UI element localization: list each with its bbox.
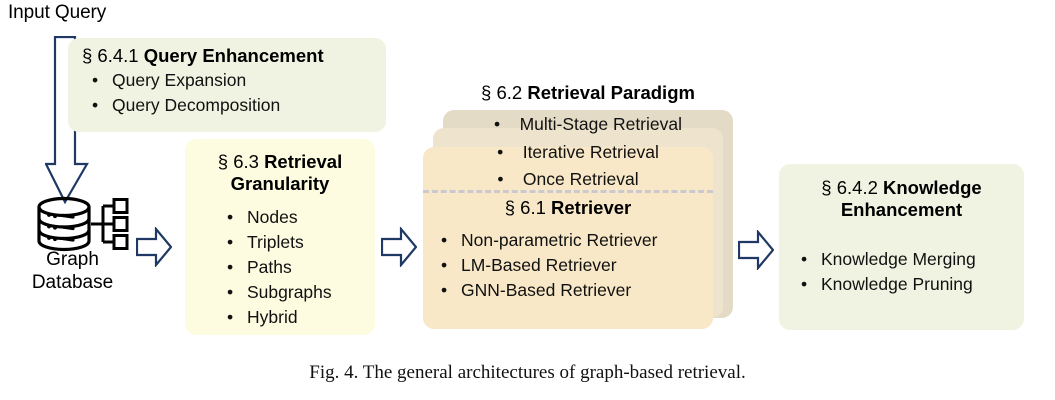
bullet-glyph: •: [497, 142, 504, 162]
bullet-glyph: •: [227, 232, 234, 252]
box-retrieval-granularity-items: • Nodes • Triplets • Paths • Subgraphs • Hybr…: [185, 205, 375, 330]
list-item: • Query Decomposition: [92, 93, 386, 118]
list-item-label: Nodes: [247, 207, 298, 227]
section-number: § 6.2: [481, 82, 523, 103]
list-item: • Nodes: [227, 205, 375, 230]
list-item-label: LM-Based Retriever: [461, 255, 617, 275]
title-text: Retriever: [551, 197, 632, 218]
list-item: • Iterative Retrieval: [433, 141, 723, 163]
right-block-arrow-icon: [737, 228, 775, 272]
box-retrieval-granularity-title: § 6.3 Retrieval Granularity: [185, 151, 375, 195]
list-item: • Knowledge Merging: [801, 247, 1024, 272]
box-retriever-title: § 6.1 Retriever: [423, 197, 713, 219]
input-query-label: Input Query: [8, 2, 107, 23]
box-retrieval-granularity: § 6.3 Retrieval Granularity • Nodes • Trip…: [185, 139, 375, 335]
list-item-label: Triplets: [247, 232, 304, 252]
list-item-label: Iterative Retrieval: [522, 142, 659, 162]
graph-database-icon: [33, 196, 137, 252]
bullet-glyph: •: [497, 169, 504, 189]
title-text-line2: Enhancement: [840, 199, 963, 220]
title-text-line1: Knowledge: [883, 177, 982, 198]
bullet-glyph: •: [227, 207, 234, 227]
section-number: § 6.1: [504, 197, 546, 218]
bullet-glyph: •: [441, 255, 448, 275]
title-text: Query Enhancement: [143, 45, 324, 66]
figure-caption: Fig. 4. The general architectures of gra…: [309, 362, 746, 383]
box-query-enhancement-title: § 6.4.1 Query Enhancement: [68, 45, 386, 67]
list-item: • Hybrid: [227, 305, 375, 330]
bullet-glyph: •: [227, 257, 234, 277]
list-item: • Query Expansion: [92, 68, 386, 93]
list-item: • GNN-Based Retriever: [441, 278, 713, 303]
section-number: § 6.4.2: [821, 177, 878, 198]
graph-database-caption: Graph Database: [31, 249, 114, 293]
list-item: • Knowledge Pruning: [801, 272, 1024, 297]
bullet-glyph: •: [227, 307, 234, 327]
stack-divider: [423, 190, 713, 193]
box-retrieval-paradigm-title: § 6.2 Retrieval Paradigm: [443, 82, 733, 104]
list-item: • Once Retrieval: [423, 168, 713, 190]
right-block-arrow-icon: [380, 225, 418, 269]
right-block-arrow-icon: [135, 225, 173, 269]
list-item-label: Paths: [247, 257, 292, 277]
list-item-label: Multi-Stage Retrieval: [519, 114, 682, 134]
bullet-glyph: •: [801, 249, 808, 269]
title-text-line2: Granularity: [230, 173, 330, 194]
bullet-glyph: •: [801, 274, 808, 294]
list-item-label: Knowledge Pruning: [821, 274, 973, 294]
list-item-label: Once Retrieval: [522, 169, 639, 189]
stack-card-front: [423, 147, 713, 329]
list-item: • Non-parametric Retriever: [441, 228, 713, 253]
box-knowledge-enhancement-items: • Knowledge Merging • Knowledge Pruning: [779, 247, 1024, 297]
title-text: Retrieval Paradigm: [527, 82, 695, 103]
list-item: • Triplets: [227, 230, 375, 255]
bullet-glyph: •: [227, 282, 234, 302]
section-number: § 6.4.1: [82, 45, 139, 66]
title-text-line1: Retrieval: [264, 151, 343, 172]
bullet-glyph: •: [92, 70, 99, 90]
list-item: • Subgraphs: [227, 280, 375, 305]
list-item-label: Knowledge Merging: [821, 249, 976, 269]
box-retriever-items: • Non-parametric Retriever • LM-Based Retr…: [423, 228, 713, 303]
list-item-label: Query Decomposition: [112, 95, 281, 115]
box-query-enhancement: § 6.4.1 Query Enhancement • Query Expansi…: [68, 38, 386, 132]
box-knowledge-enhancement-title: § 6.4.2 Knowledge Enhancement: [779, 177, 1024, 221]
bullet-glyph: •: [441, 280, 448, 300]
bullet-glyph: •: [493, 114, 501, 134]
bullet-glyph: •: [92, 95, 99, 115]
list-item-label: Hybrid: [247, 307, 298, 327]
list-item-label: Non-parametric Retriever: [461, 230, 658, 250]
list-item: • Multi-Stage Retrieval: [443, 113, 733, 135]
list-item-label: Subgraphs: [247, 282, 332, 302]
box-knowledge-enhancement: § 6.4.2 Knowledge Enhancement • Knowledge…: [779, 164, 1024, 330]
bullet-glyph: •: [441, 230, 448, 250]
list-item-label: GNN-Based Retriever: [461, 280, 632, 300]
list-item: • Paths: [227, 255, 375, 280]
list-item: • LM-Based Retriever: [441, 253, 713, 278]
section-number: § 6.3: [217, 151, 259, 172]
box-query-enhancement-items: • Query Expansion • Query Decomposition: [68, 68, 386, 118]
list-item-label: Query Expansion: [112, 70, 247, 90]
